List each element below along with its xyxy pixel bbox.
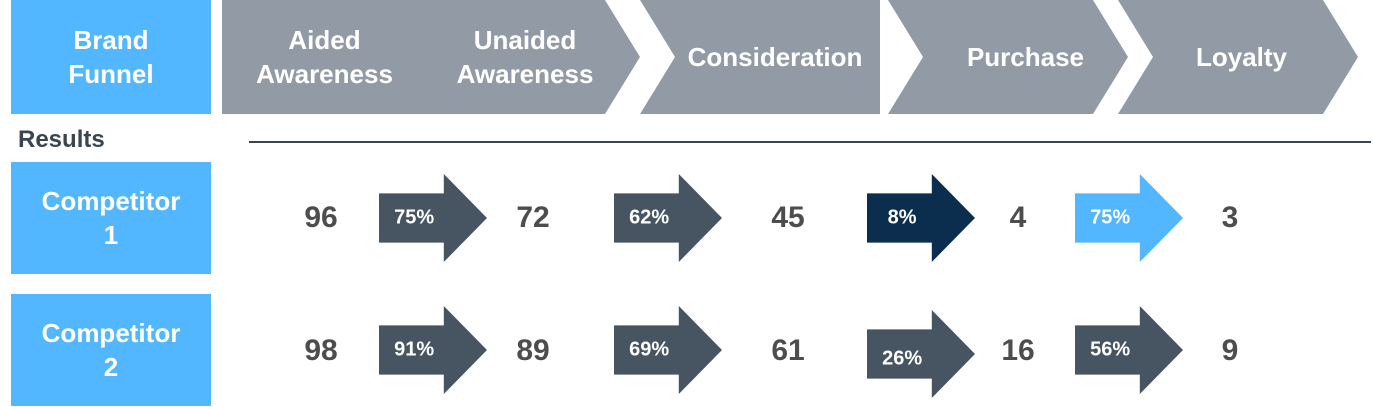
row1-value-purchase: 4 xyxy=(1009,201,1027,234)
results-label: Results xyxy=(18,126,105,153)
row1-conversion-arrow-3: 8% xyxy=(867,174,975,262)
row1-value-loyalty: 3 xyxy=(1221,201,1239,234)
row1-value-consideration: 45 xyxy=(771,201,805,234)
row2-conversion-arrow-2: 69% xyxy=(614,306,722,394)
competitor-label-line: Competitor xyxy=(41,186,181,216)
stage-label-line: Unaided xyxy=(473,25,577,55)
row2-value-unaided: 89 xyxy=(516,334,550,367)
stage-label-line: Awareness xyxy=(256,59,393,89)
stage-label-line: Purchase xyxy=(966,42,1085,72)
row2-conversion-arrow-3: 26% xyxy=(867,310,975,398)
row1-value-unaided: 72 xyxy=(516,201,550,234)
row2-conversion-arrow-4: 56% xyxy=(1075,306,1183,394)
stage-loyalty: Loyalty xyxy=(1118,0,1358,114)
stage-label-line: Aided xyxy=(288,25,361,55)
conversion-label: 56% xyxy=(1090,338,1131,361)
row2-value-loyalty: 9 xyxy=(1221,334,1239,367)
row1-value-aided: 96 xyxy=(304,201,338,234)
row1-conversion-arrow-2: 62% xyxy=(614,174,722,262)
divider-line xyxy=(249,141,1371,143)
competitor-label-line: Competitor xyxy=(41,318,181,348)
competitor-label-line: 2 xyxy=(103,352,119,382)
conversion-label: 69% xyxy=(629,338,670,361)
conversion-label: 91% xyxy=(394,338,435,361)
row2-value-consideration: 61 xyxy=(771,334,805,367)
brand-funnel-box: Brand Funnel xyxy=(11,0,211,114)
row2-value-aided: 98 xyxy=(304,334,338,367)
conversion-label: 75% xyxy=(1090,206,1131,229)
brand-funnel-line-1: Brand xyxy=(73,25,149,55)
competitor-label-line: 1 xyxy=(103,220,119,250)
conversion-label: 8% xyxy=(887,206,917,229)
row2-value-purchase: 16 xyxy=(1001,334,1035,367)
brand-funnel-line-2: Funnel xyxy=(68,59,154,89)
row2-conversion-arrow-1: 91% xyxy=(379,306,487,394)
row1-conversion-arrow-4: 75% xyxy=(1075,174,1183,262)
row1-conversion-arrow-1: 75% xyxy=(379,174,487,262)
competitor-2-box: Competitor 2 xyxy=(11,294,211,406)
stage-purchase: Purchase xyxy=(888,0,1128,114)
conversion-label: 26% xyxy=(882,347,923,370)
stage-unaided-awareness: Unaided Awareness xyxy=(400,0,640,114)
stage-label-line: Loyalty xyxy=(1195,42,1288,72)
stage-label-line: Consideration xyxy=(687,42,863,72)
conversion-label: 62% xyxy=(629,206,670,229)
conversion-label: 75% xyxy=(394,206,435,229)
competitor-1-box: Competitor 1 xyxy=(11,162,211,274)
stage-label-line: Awareness xyxy=(456,59,594,89)
stage-consideration: Consideration xyxy=(640,0,880,114)
